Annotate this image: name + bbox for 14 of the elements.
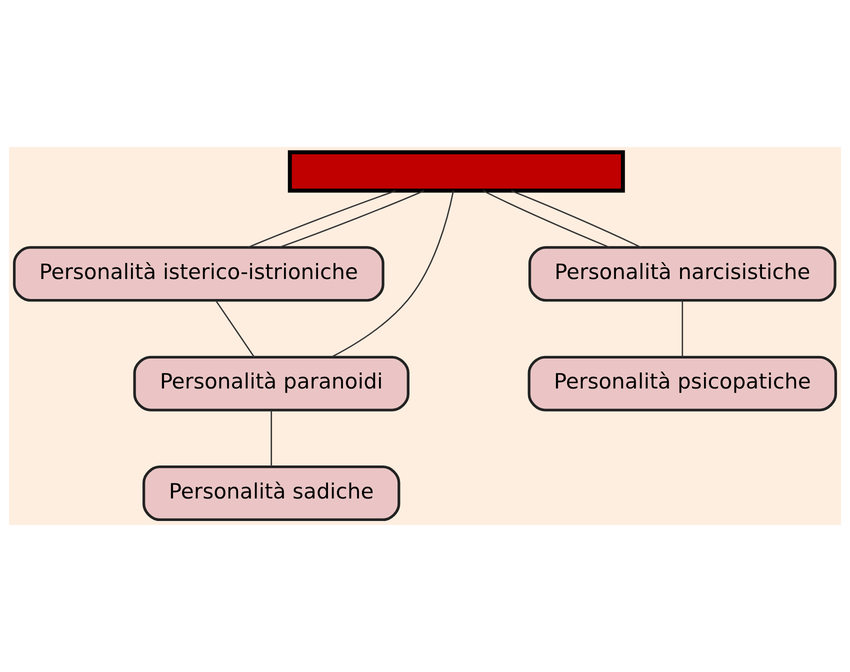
node-box: Personalità narcisistiche — [528, 246, 836, 302]
connector — [215, 300, 255, 358]
connector — [482, 190, 610, 248]
connector — [248, 190, 396, 248]
connector — [279, 190, 424, 248]
connector — [682, 300, 684, 358]
node-box: Personalità psicopatiche — [528, 356, 838, 412]
connector — [331, 190, 454, 358]
connector — [270, 410, 272, 467]
node-box: Personalità paranoidi — [133, 356, 410, 412]
node-box: Personalità sadiche — [142, 466, 400, 522]
connector — [511, 190, 642, 248]
node-box: Personalità isterico-istrioniche — [12, 246, 384, 302]
node-box — [288, 150, 625, 193]
